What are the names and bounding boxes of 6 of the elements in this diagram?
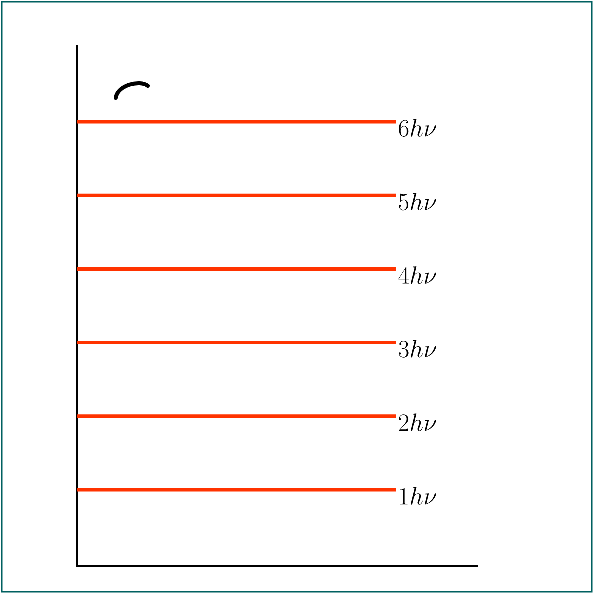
energy-label: $3h\nu$ — [399, 340, 436, 358]
energy-label: $5h\nu$ — [399, 192, 436, 211]
energy-label: $6h\nu$ — [399, 119, 436, 138]
energy-label: $1h\nu$ — [400, 487, 436, 505]
energy-label: $2h\nu$ — [399, 414, 436, 432]
energy-label: $4h\nu$ — [398, 266, 436, 284]
